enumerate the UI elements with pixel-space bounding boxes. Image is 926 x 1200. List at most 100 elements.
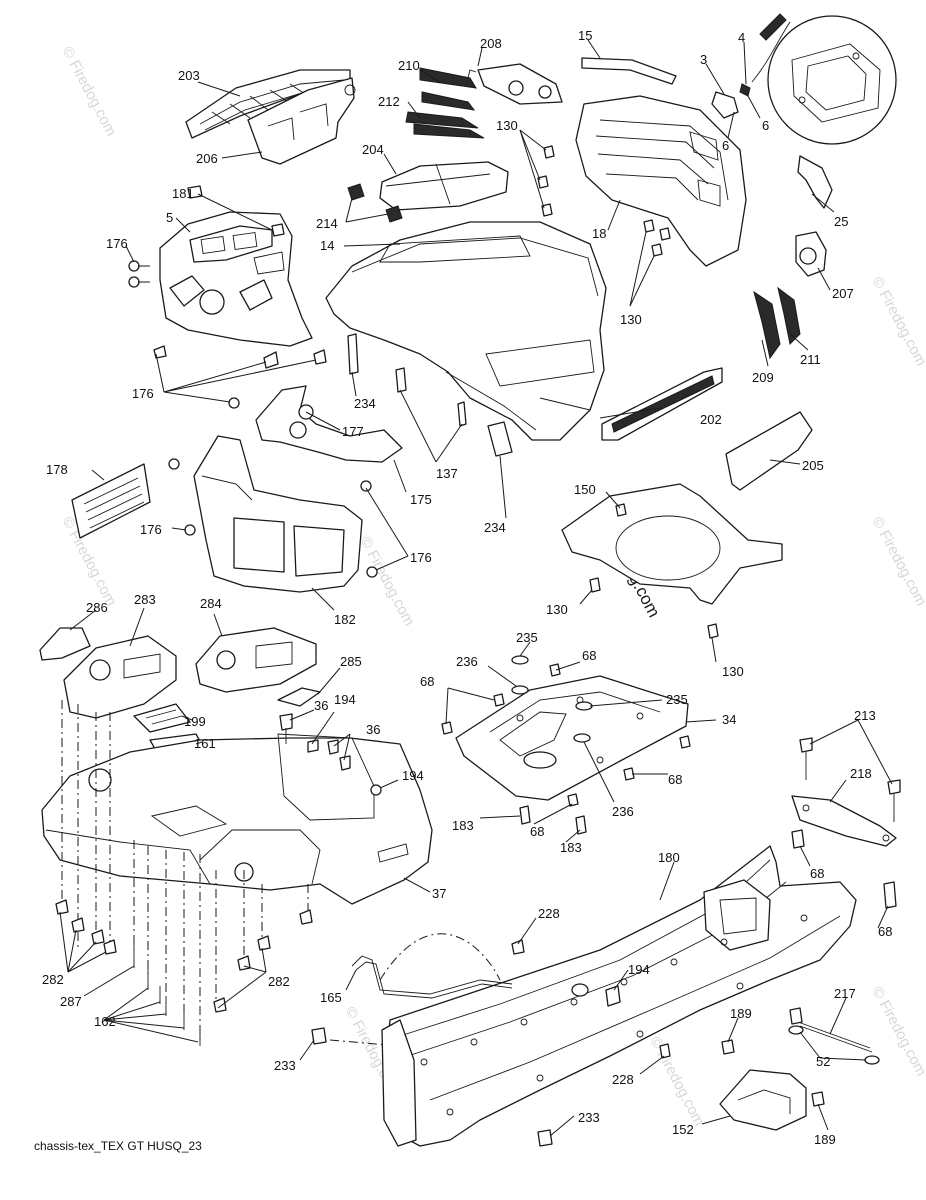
- callout-6b: 6: [762, 118, 769, 133]
- callout-130d: 130: [722, 664, 744, 679]
- callout-287: 287: [60, 994, 82, 1009]
- part-217-link: [789, 1007, 873, 1053]
- callout-233a: 233: [274, 1058, 296, 1073]
- callout-285: 285: [340, 654, 362, 669]
- part-15-strip: [581, 57, 677, 85]
- part-211-vent: [777, 286, 801, 346]
- callout-36a: 36: [314, 698, 328, 713]
- bolts-68-mid: [441, 663, 691, 835]
- part-283-cap: [63, 635, 177, 719]
- bushing-194: [571, 983, 621, 1007]
- callout-205: 205: [802, 458, 824, 473]
- callout-194b: 194: [402, 768, 424, 783]
- part-178-vent: [71, 463, 151, 539]
- watermark-lower-right: © Firedog.com: [868, 984, 926, 1079]
- diagram-caption: chassis-tex_TEX GT HUSQ_23: [34, 1139, 202, 1153]
- part-180-frame: [381, 845, 857, 1147]
- callout-14: 14: [320, 238, 334, 253]
- callout-209: 209: [752, 370, 774, 385]
- part-286-pad: [39, 627, 91, 661]
- callout-162: 162: [94, 1014, 116, 1029]
- callout-181: 181: [172, 186, 194, 201]
- callout-206: 206: [196, 151, 218, 166]
- part-18-front-nose: [575, 95, 747, 267]
- callout-214: 214: [316, 216, 338, 231]
- part-175-bracket: [255, 385, 403, 463]
- callout-228b: 228: [612, 1072, 634, 1087]
- callout-217: 217: [834, 986, 856, 1001]
- callout-68f: 68: [878, 924, 892, 939]
- watermark-top-left: © Firedog.com: [58, 44, 119, 139]
- part-199-bracket: [133, 703, 191, 733]
- part-214-clips: [347, 183, 403, 223]
- callout-204: 204: [362, 142, 384, 157]
- callout-282a: 282: [42, 972, 64, 987]
- callout-25: 25: [834, 214, 848, 229]
- callout-68e: 68: [810, 866, 824, 881]
- callout-15: 15: [578, 28, 592, 43]
- part-204-hood-panel: [379, 161, 509, 211]
- callout-176c: 176: [140, 522, 162, 537]
- watermark-top-right: © Firedog.com: [868, 274, 926, 369]
- callout-189b: 189: [814, 1132, 836, 1147]
- callout-284: 284: [200, 596, 222, 611]
- part-152-guard: [719, 1069, 807, 1131]
- callout-286: 286: [86, 600, 108, 615]
- part-218-strap: [791, 795, 897, 847]
- callout-130c: 130: [546, 602, 568, 617]
- part-284-cap: [195, 627, 317, 693]
- part-207-light: [795, 231, 827, 277]
- part-4-clip: [739, 83, 751, 97]
- callout-236b: 236: [612, 804, 634, 819]
- callout-150: 150: [574, 482, 596, 497]
- callout-234a: 234: [354, 396, 376, 411]
- part-208-headlight-housing: [467, 63, 563, 105]
- callout-213: 213: [854, 708, 876, 723]
- callout-130a: 130: [496, 118, 518, 133]
- watermark-lower-mid: © Firedog.com: [646, 1034, 707, 1129]
- callout-178: 178: [46, 462, 68, 477]
- callout-180: 180: [658, 850, 680, 865]
- callout-68a: 68: [582, 648, 596, 663]
- bolts-233: [311, 1027, 553, 1147]
- part-210-grille-insert: [419, 67, 477, 111]
- callout-68d: 68: [530, 824, 544, 839]
- part-25-trim: [797, 155, 833, 209]
- callout-34: 34: [722, 712, 736, 727]
- callout-labels: 203 206 210 212 208 15 3 4 6 6 130 204 1…: [42, 28, 892, 1147]
- callout-176d: 176: [410, 550, 432, 565]
- callout-18: 18: [592, 226, 606, 241]
- callout-68c: 68: [668, 772, 682, 787]
- callout-194c: 194: [628, 962, 650, 977]
- bolts-213: [791, 737, 901, 909]
- part-14-hood: [325, 221, 607, 441]
- bolts-189: [721, 1039, 825, 1107]
- part-209-vent: [753, 290, 781, 360]
- callout-235a: 235: [516, 630, 538, 645]
- callout-176b: 176: [132, 386, 154, 401]
- fastener-228: [511, 939, 671, 1059]
- callout-207: 207: [832, 286, 854, 301]
- callout-5: 5: [166, 210, 173, 225]
- callout-175: 175: [410, 492, 432, 507]
- callout-137: 137: [436, 466, 458, 481]
- leader-lines: [59, 39, 893, 1137]
- callout-37: 37: [432, 886, 446, 901]
- part-5-dash-panel: [159, 211, 313, 347]
- part-212-grille-insert: [405, 111, 485, 139]
- callout-212: 212: [378, 94, 400, 109]
- part-202-grille: [601, 367, 723, 441]
- callout-228a: 228: [538, 906, 560, 921]
- part-34-mount-plate: [455, 675, 689, 801]
- clips-282: [55, 899, 313, 1013]
- callout-233b: 233: [578, 1110, 600, 1125]
- callout-177: 177: [342, 424, 364, 439]
- callout-161: 161: [194, 736, 216, 751]
- watermark-center: © Firedog.com: [356, 534, 417, 629]
- callout-235b: 235: [666, 692, 688, 707]
- callout-236a: 236: [456, 654, 478, 669]
- fasteners-176: [128, 260, 378, 578]
- callout-210: 210: [398, 58, 420, 73]
- callout-199: 199: [184, 714, 206, 729]
- callout-194a: 194: [334, 692, 356, 707]
